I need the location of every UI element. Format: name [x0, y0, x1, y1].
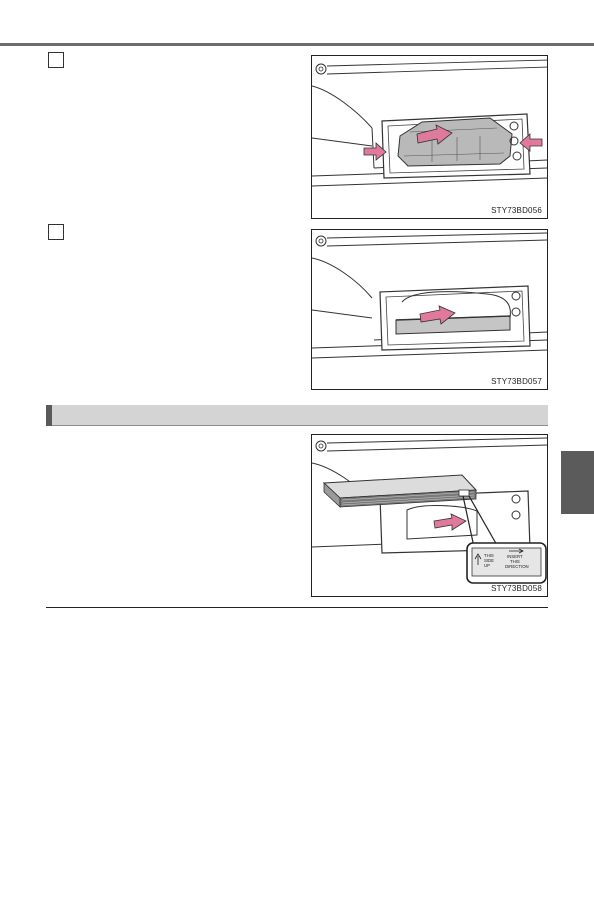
- insert-arrow-icon: [433, 513, 467, 531]
- squeeze-arrow-right-icon: [519, 133, 543, 152]
- header-rule: [0, 43, 594, 46]
- figure-install-filter: THIS SIDE UP INSERT THIS DIRECTION STY73…: [311, 434, 548, 597]
- label-up: UP: [484, 563, 490, 568]
- direction-arrow-icon: [509, 548, 524, 554]
- illustration-filter-install: THIS SIDE UP INSERT THIS DIRECTION: [312, 437, 547, 584]
- section-accent: [46, 405, 52, 426]
- chapter-side-tab: [561, 451, 594, 514]
- figure-code: STY73BD057: [491, 377, 542, 386]
- section-header: [46, 405, 548, 426]
- up-arrow-icon: [474, 553, 482, 565]
- label-insert: INSERT: [507, 554, 523, 559]
- pull-arrow-icon: [419, 305, 456, 325]
- step-number-box-2: [48, 224, 64, 240]
- squeeze-arrow-left-icon: [363, 142, 387, 161]
- label-direction: DIRECTION: [505, 564, 529, 569]
- illustration-filter-removal: [312, 232, 547, 359]
- illustration-glovebox-cover: [312, 59, 547, 187]
- push-arrow-icon: [416, 124, 453, 145]
- figure-code: STY73BD058: [491, 584, 542, 593]
- label-this: THIS: [484, 553, 494, 558]
- figure-remove-filter-cover: STY73BD056: [311, 55, 548, 219]
- step-number-box-1: [48, 52, 64, 68]
- label-this-2: THIS: [510, 559, 520, 564]
- label-side: SIDE: [484, 558, 494, 563]
- figure-code: STY73BD056: [491, 206, 542, 215]
- figure-remove-filter: STY73BD057: [311, 229, 548, 390]
- section-end-rule: [46, 607, 548, 608]
